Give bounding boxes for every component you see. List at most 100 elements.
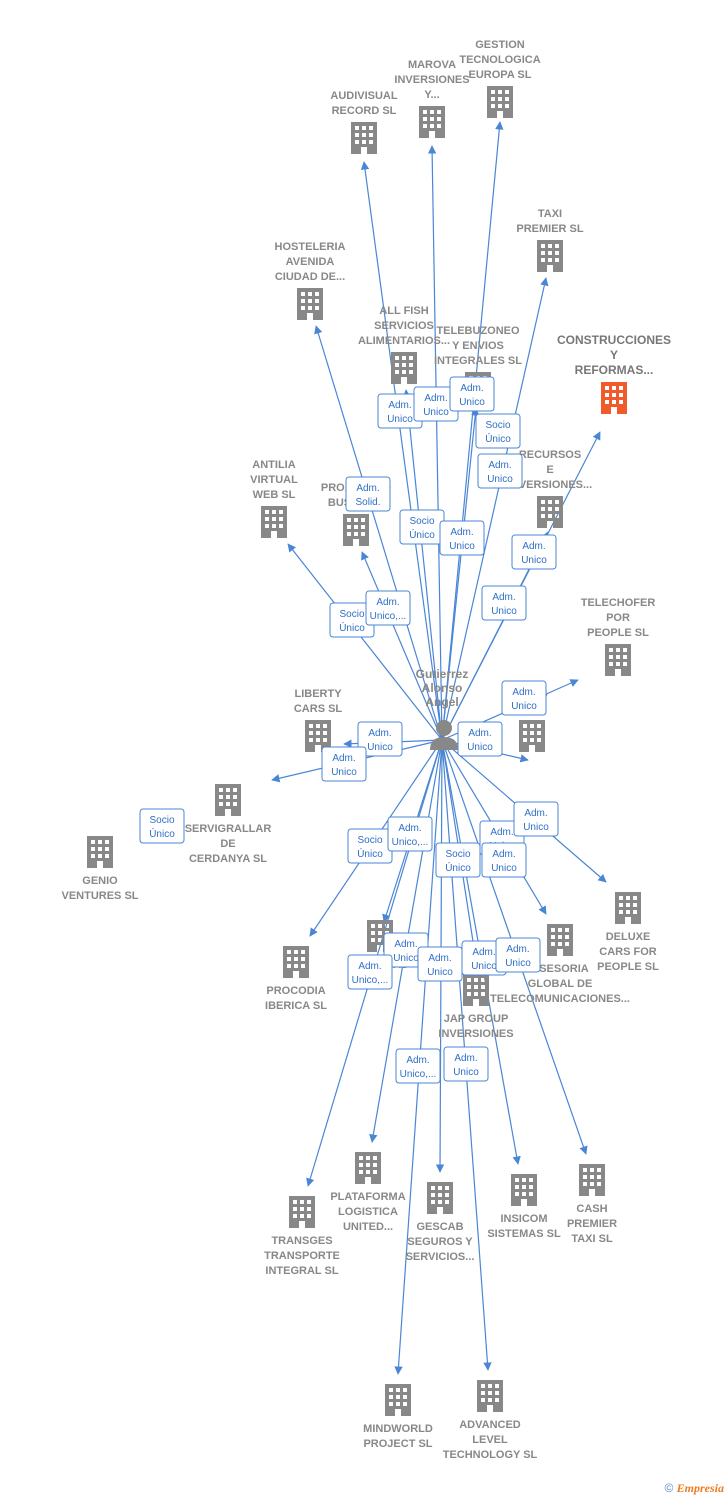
company-label-line: PLATAFORMA [330, 1191, 405, 1203]
relation-badge-r3[interactable]: Adm.Unico [449, 376, 495, 412]
relation-badge-r29[interactable]: Adm.Unico,... [395, 1048, 441, 1084]
relation-badge-r12[interactable]: Adm.Unico,... [365, 590, 411, 626]
building-icon [87, 836, 113, 868]
relation-text: Adm. [406, 1055, 429, 1066]
company-label-line: REFORMAS... [575, 363, 654, 377]
company-label-line: AVENIDA [286, 256, 335, 268]
relation-badge-r30[interactable]: Adm.Unico [443, 1046, 489, 1082]
relation-badge-r5[interactable]: Adm.Unico [477, 453, 523, 489]
company-node-recursos[interactable]: RECURSOSEINVERSIONES... [508, 449, 592, 528]
relation-text: Socio [339, 609, 364, 620]
company-label-line: SERVICIOS [374, 320, 434, 332]
relation-text: Unico [453, 1067, 479, 1078]
company-node-marova[interactable]: MAROVAINVERSIONESY... [394, 59, 470, 138]
relation-text: Adm. [376, 597, 399, 608]
company-label-line: PEOPLE SL [587, 627, 649, 639]
building-icon [477, 1380, 503, 1412]
company-label-line: TRANSGES [271, 1235, 332, 1247]
relation-badge-r6[interactable]: Adm.Solid. [345, 476, 391, 512]
relation-badge-r14[interactable]: Adm.Unico [357, 721, 403, 757]
relation-text: Unico [491, 863, 517, 874]
footer-brand: © Empresia [664, 1481, 724, 1496]
relation-badge-r9[interactable]: Adm.Unico [511, 534, 557, 570]
relation-badge-r16[interactable]: Adm.Unico [321, 746, 367, 782]
company-label-line: CARS SL [294, 703, 343, 715]
relation-badge-r21[interactable]: Adm.Unico [513, 801, 559, 837]
relation-badge-r1[interactable]: Adm.Unico [377, 393, 423, 429]
relation-badge-r23[interactable]: Adm.Unico [481, 842, 527, 878]
relation-text: Unico [387, 414, 413, 425]
company-label-line: RECORD SL [332, 105, 397, 117]
company-label-line: TAXI SL [571, 1233, 613, 1245]
relation-text: Unico [523, 822, 549, 833]
relation-text: Unico [521, 555, 547, 566]
relation-badge-r15[interactable]: Adm.Unico [457, 721, 503, 757]
relation-badge-r13[interactable]: Adm.Unico [501, 680, 547, 716]
building-icon [427, 1182, 453, 1214]
company-node-construcciones[interactable]: CONSTRUCCIONESYREFORMAS... [557, 333, 671, 414]
relation-text: Adm. [460, 383, 483, 394]
company-label-line: GLOBAL DE [528, 978, 593, 990]
company-label-line: UNITED... [343, 1221, 393, 1233]
company-label-line: CARS FOR [599, 946, 657, 958]
relation-badge-r28[interactable]: Adm.Unico [495, 937, 541, 973]
relation-text: Adm. [506, 944, 529, 955]
relation-text: Unico [471, 961, 497, 972]
relation-badge-r2[interactable]: Adm.Unico [413, 386, 459, 422]
company-label-line: ALIMENTARIOS... [358, 335, 450, 347]
edge-allfish [402, 389, 443, 741]
company-node-plataforma[interactable]: PLATAFORMALOGISTICAUNITED... [330, 1152, 406, 1233]
relation-text: Unico [487, 474, 513, 485]
company-label-line: SERVICIOS... [406, 1251, 475, 1263]
building-icon [579, 1164, 605, 1196]
company-label-line: GENIO [82, 875, 118, 887]
company-node-allfish[interactable]: ALL FISH SERVICIOS ALIMENTARIOS... [358, 305, 450, 384]
relation-badge-r26[interactable]: Adm.Unico [417, 946, 463, 982]
company-label-line: EUROPA SL [469, 69, 532, 81]
relation-badge-r8[interactable]: Adm.Unico [439, 520, 485, 556]
building-icon [605, 644, 631, 676]
relation-badge-r25[interactable]: Adm.Unico,... [347, 954, 393, 990]
relation-badge-r27[interactable]: Adm.Unico [461, 940, 507, 976]
company-label-line: HOSTELERIA [275, 241, 346, 253]
relation-text: Socio [445, 849, 470, 860]
person-node[interactable]: Gutierrez Alonso Angel [416, 667, 469, 750]
company-label-line: PROCODIA [266, 985, 325, 997]
building-icon [283, 946, 309, 978]
company-label-line: ALL FISH [379, 305, 428, 317]
relation-badge-r19[interactable]: Adm.Unico,... [387, 816, 433, 852]
company-label-line: SISTEMAS SL [487, 1228, 561, 1240]
brand-name[interactable]: Empresia [676, 1481, 724, 1495]
company-label-line: Y ENVIOS [452, 340, 504, 352]
company-label-line: INVERSIONES [394, 74, 469, 86]
relation-text: Socio [409, 516, 434, 527]
relation-badge-r10[interactable]: Adm.Unico [481, 585, 527, 621]
